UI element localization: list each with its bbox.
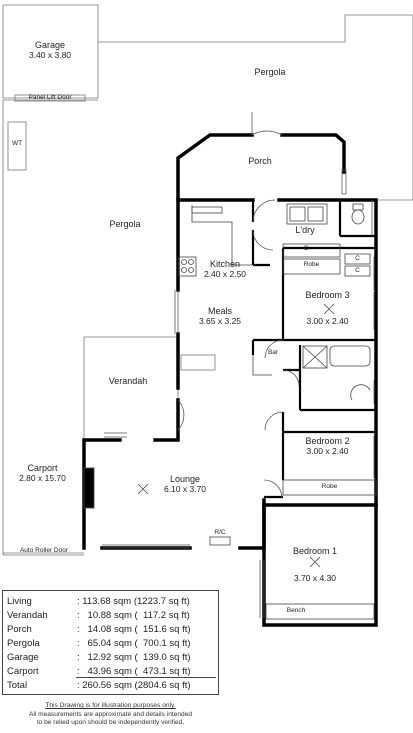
disclaimer: This Drawing is for illustration purpose… <box>2 702 219 728</box>
cupboard-label-2: C <box>355 255 360 262</box>
garage-outline <box>2 4 99 99</box>
porch-label: Porch <box>248 156 272 166</box>
robe-b2-outline <box>282 479 377 496</box>
robe-b2-label: Robe <box>321 483 338 490</box>
rc-label: R/C <box>214 529 226 536</box>
bench-outline <box>265 603 375 620</box>
area-summary-table: Living: 113.68 sqm (1223.7 sq ft) Verand… <box>2 590 219 695</box>
cupboard-label-3: C <box>355 267 360 274</box>
auto-roller-door-label: Auto Roller Door <box>19 547 69 554</box>
stove-icon <box>178 256 197 277</box>
area-row: Carport: 43.96 sqm ( 473.1 sq ft) <box>7 666 191 677</box>
fireplace <box>83 467 95 509</box>
verandah-label: Verandah <box>108 376 148 386</box>
disclaimer-line: to be relied upon should be independentl… <box>36 719 185 726</box>
robe-b3-outline <box>282 258 341 275</box>
fixtures <box>83 203 377 620</box>
toilet-icon <box>351 209 365 225</box>
panel-lift-door-label: Panel Lift Door <box>28 94 72 101</box>
robe-b3-label: Robe <box>303 261 320 268</box>
wt-label: WT <box>11 140 23 147</box>
interior-walls <box>251 200 376 499</box>
bench-label: Bench <box>286 607 306 614</box>
area-row: Porch: 14.08 sqm ( 151.6 sq ft) <box>7 624 191 635</box>
area-row: Pergola: 65.04 sqm ( 700.1 sq ft) <box>7 638 191 649</box>
total-underline <box>76 677 216 678</box>
area-row: Verandah: 10.88 sqm ( 117.2 sq ft) <box>7 610 190 621</box>
pergola-outline <box>98 14 413 201</box>
pergola-left-label: Pergola <box>109 219 141 229</box>
doors-and-windows <box>102 112 375 618</box>
disclaimer-line: This Drawing is for illustration purpose… <box>45 702 176 709</box>
water-tank-outline <box>7 121 27 171</box>
outbuilding-outlines <box>2 4 413 556</box>
bedroom3-label: Bedroom 3 <box>305 290 350 300</box>
disclaimer-line: All measurements are approximate and det… <box>28 710 193 718</box>
bedroom1-label: Bedroom 1 <box>292 546 338 556</box>
area-row-total: Total: 260.56 sqm (2804.6 sq ft) <box>7 680 191 691</box>
vanity-basin-icon <box>350 384 371 401</box>
exterior-walls <box>82 133 378 627</box>
shower-icon <box>302 345 328 369</box>
verandah-outline <box>83 336 179 440</box>
laundry-tub-icon <box>289 206 306 222</box>
light-fitting-icon <box>137 303 335 568</box>
pergola-top-label: Pergola <box>254 67 286 77</box>
bath-icon <box>329 345 371 367</box>
area-row: Living: 113.68 sqm (1223.7 sq ft) <box>7 596 190 607</box>
bedroom3-dims: 3.00 x 2.40 <box>306 316 349 326</box>
cupboard-label-1: C <box>303 245 309 252</box>
bedroom1-dims: 3.70 x 4.30 <box>293 573 337 583</box>
bar-label: Bar <box>267 349 279 356</box>
area-row: Garage: 12.92 sqm ( 139.0 sq ft) <box>7 652 191 663</box>
laundry-label: L'dry <box>295 225 315 235</box>
